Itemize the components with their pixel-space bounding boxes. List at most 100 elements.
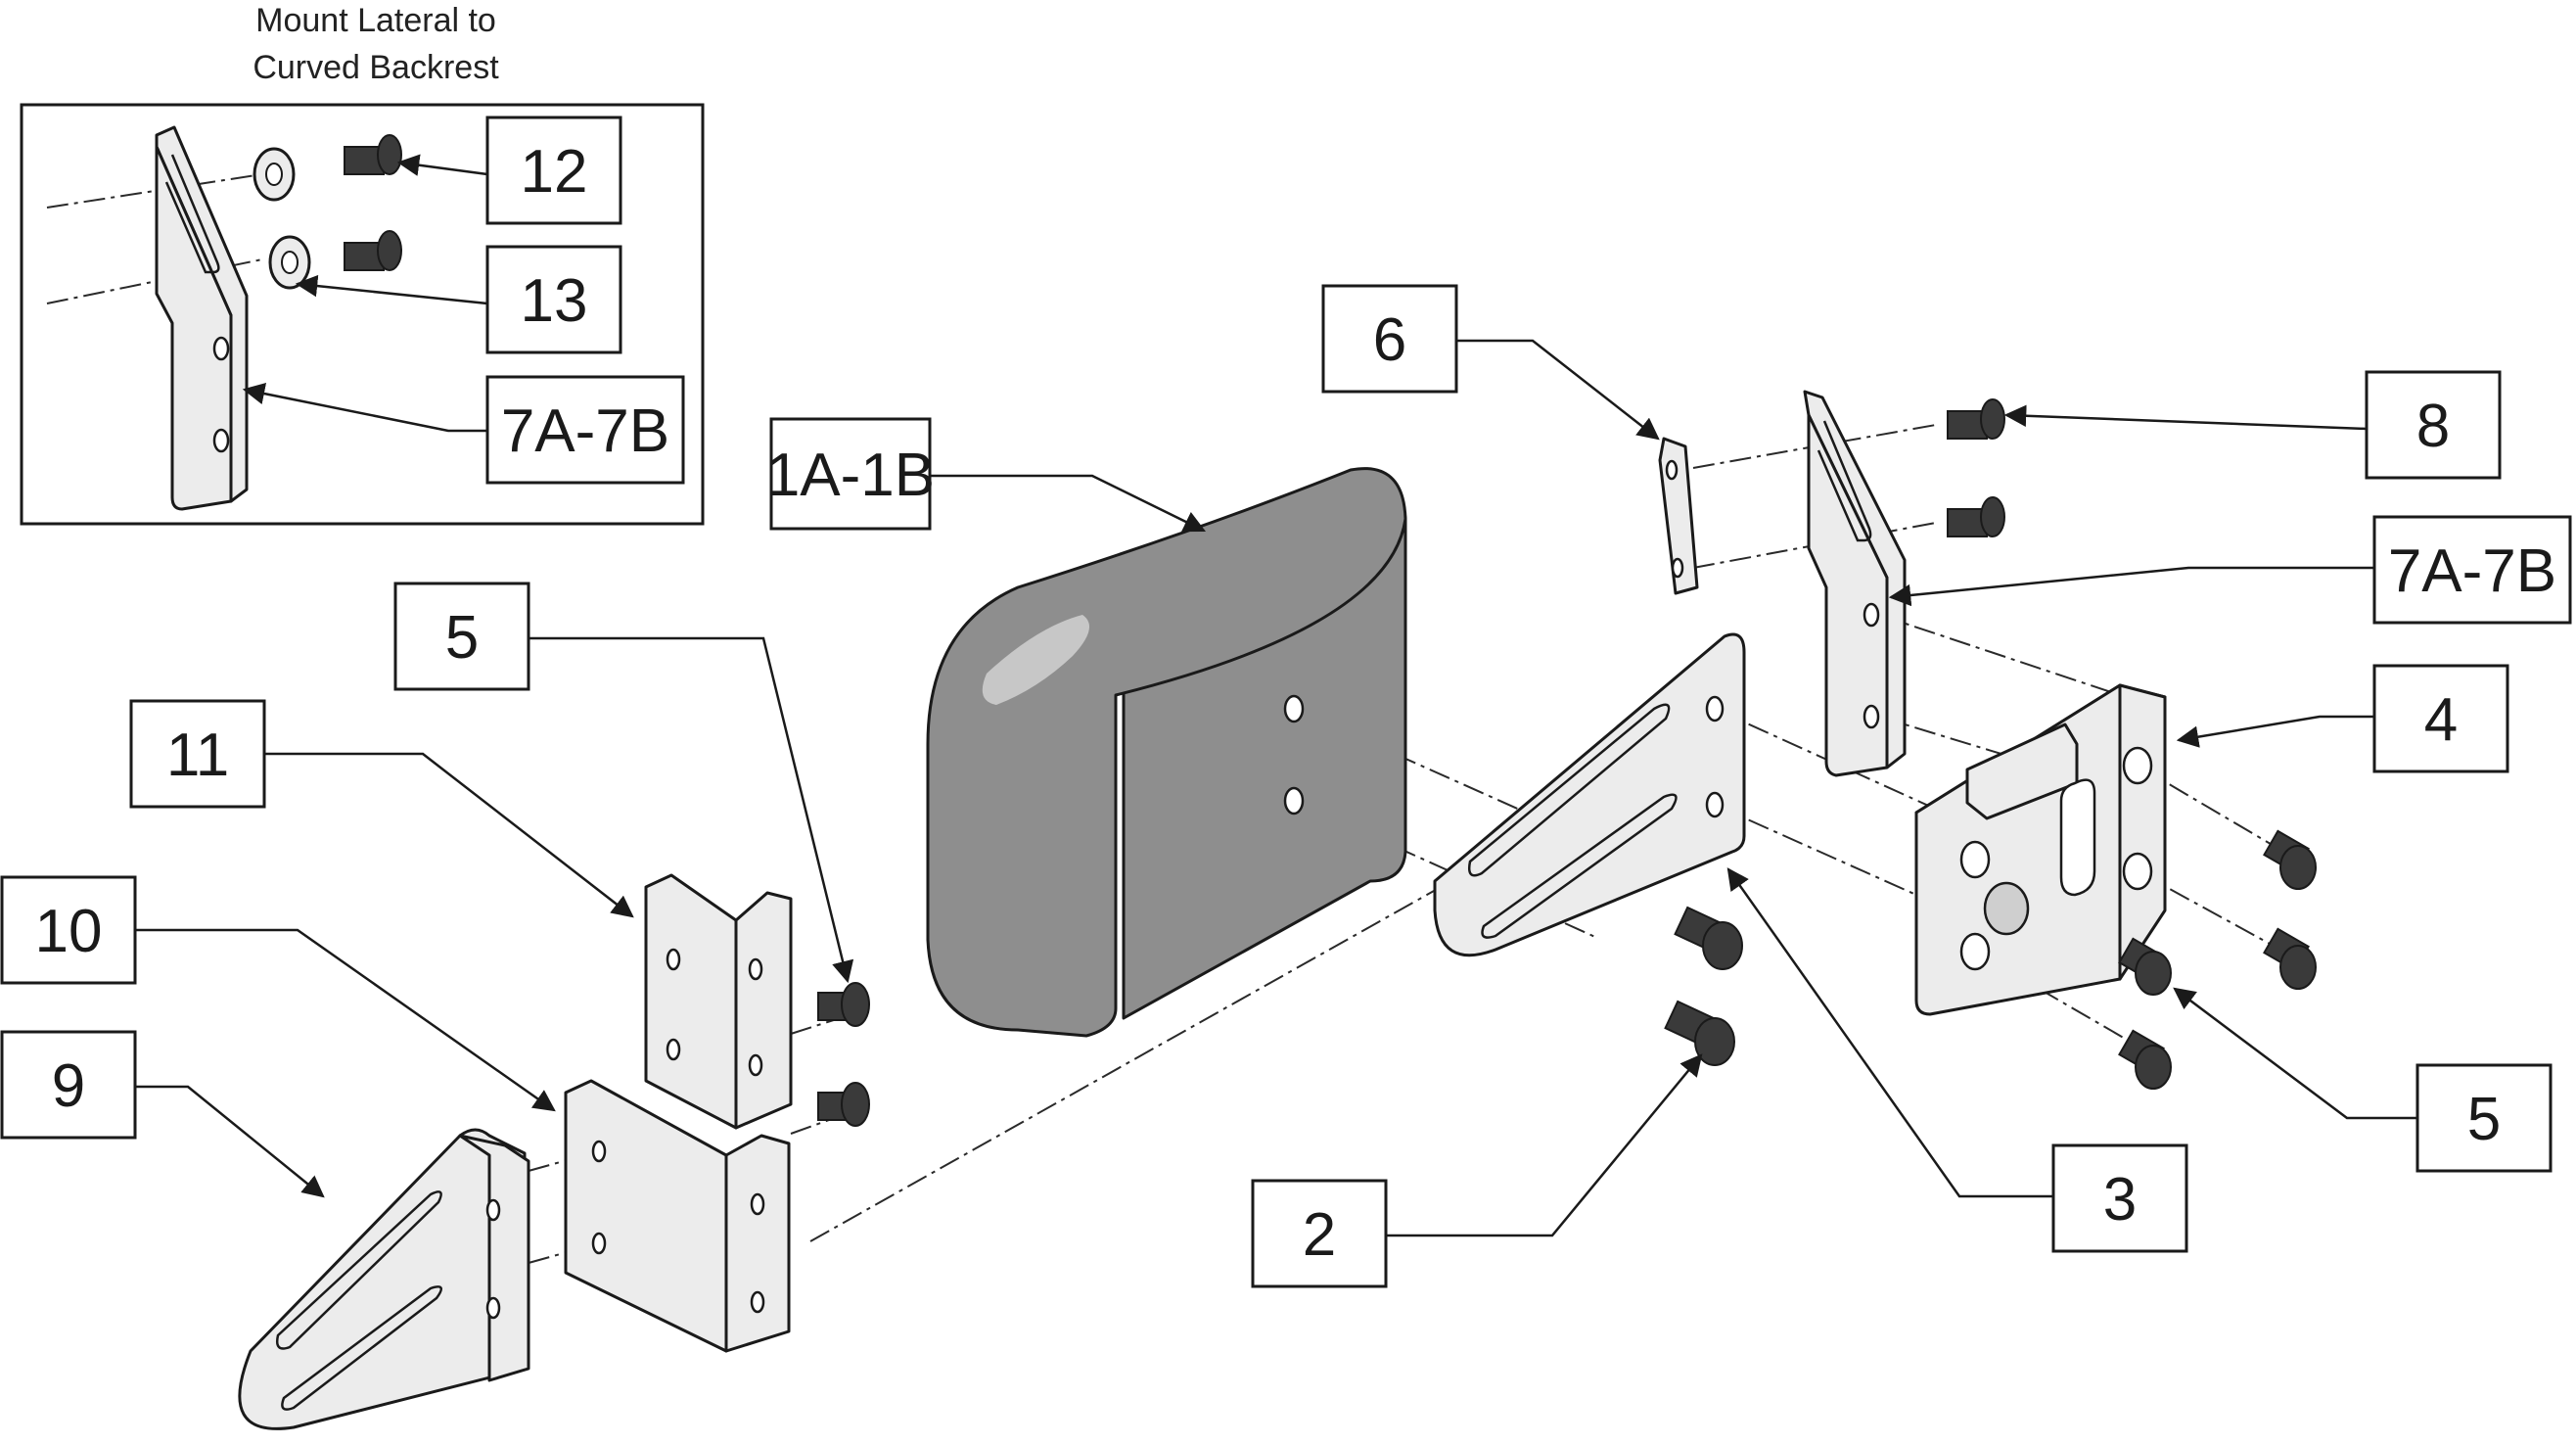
mount-plate-body: [1433, 632, 1746, 957]
screw-5-left-upper: [817, 982, 870, 1027]
axis-bracket-diagonal: [809, 859, 1491, 1242]
lateral-bracket: [1803, 390, 1907, 777]
inset-panel: Mount Lateral to Curved Backrest: [20, 2, 705, 526]
leader-2: [1386, 1053, 1703, 1237]
bracket-9-slot-1: [276, 1190, 442, 1350]
callout-8: 8: [2416, 393, 2450, 460]
axis-clamp-lower: [2137, 870, 2281, 951]
callout-box-2: [1251, 1179, 1388, 1288]
callout-9: 9: [52, 1052, 85, 1120]
lateral-pad-body: [926, 467, 1407, 1038]
callout-11: 11: [166, 722, 229, 789]
bracket-11: [644, 873, 793, 1130]
clamp-screw-front-upper: [2118, 937, 2172, 996]
leader-10: [135, 928, 556, 1112]
inset-frame: [20, 103, 705, 526]
leader-4: [2176, 715, 2374, 748]
leader-9: [135, 1085, 325, 1198]
clamp-hole-2: [1959, 932, 1991, 971]
callout-box-13: [485, 245, 622, 354]
shim-hole-1: [1665, 459, 1679, 481]
bracket-9-body: [238, 1128, 527, 1430]
lateral-pad-hole-2: [1283, 786, 1305, 816]
callout-13: 13: [521, 267, 588, 335]
callout-box-4: [2372, 664, 2509, 773]
callout-box-9: [0, 1030, 137, 1140]
inset-bracket-hole-2: [212, 428, 230, 453]
screw-5-left-lower: [817, 1082, 870, 1127]
clamp-knob: [1983, 881, 2030, 936]
callout-7a7b-inset: 7A-7B: [501, 397, 669, 465]
callout-5-left: 5: [445, 604, 479, 672]
clamp-hole-3: [2122, 746, 2153, 785]
inset-screw-lower: [344, 230, 402, 271]
axis-bracket9-upper: [528, 1150, 600, 1172]
bracket-9-hole-1: [485, 1198, 501, 1222]
clamp-hole-4: [2122, 852, 2153, 891]
leader-12: [396, 154, 488, 176]
callout-10: 10: [35, 898, 103, 965]
leader-8: [2003, 404, 2368, 431]
bracket-10-hole-2: [591, 1232, 607, 1255]
callout-1a1b: 1A-1B: [766, 442, 935, 509]
shim-hole-2: [1671, 557, 1684, 579]
inset-bracket-face: [155, 145, 233, 511]
leader-5-right: [2173, 987, 2417, 1120]
leader-6: [1456, 339, 1660, 441]
screw-8-upper: [1947, 398, 2005, 440]
callout-box-7a7b-inset: [485, 375, 685, 485]
inset-caption-line1: Mount Lateral to: [255, 2, 496, 39]
mount-plate-slot-1: [1468, 703, 1671, 877]
bracket-10-hole-4: [750, 1290, 765, 1314]
inset-axis-upper: [46, 173, 263, 209]
callout-3: 3: [2103, 1166, 2137, 1234]
leader-13: [295, 274, 488, 305]
inset-washer-13: [268, 235, 311, 290]
bracket-10-left-face: [564, 1079, 728, 1353]
callout-box-5-left: [393, 582, 530, 691]
bracket-10-hole-3: [750, 1192, 765, 1216]
bracket-11-right-face: [734, 891, 793, 1130]
bracket-11-left-face: [644, 873, 738, 1130]
callout-12: 12: [521, 138, 588, 206]
screw-2-upper: [1674, 906, 1743, 970]
mount-plate-hole-1: [1705, 695, 1725, 722]
callout-box-11: [129, 699, 266, 809]
callout-box-12: [485, 116, 622, 225]
screw-8-lower: [1947, 496, 2005, 537]
clamp-slot: [2059, 778, 2096, 897]
clamp-screw-right-upper: [2263, 829, 2317, 890]
bracket-9-upright: [458, 1134, 530, 1382]
callout-box-3: [2051, 1143, 2188, 1253]
callout-7a7b: 7A-7B: [2388, 537, 2556, 605]
lateral-bracket-hole-2: [1863, 704, 1880, 729]
lateral-pad-highlight: [982, 615, 1090, 705]
lateral-bracket-hole-1: [1863, 602, 1880, 628]
inset-caption-line2: Curved Backrest: [253, 49, 499, 86]
callout-2: 2: [1303, 1201, 1336, 1269]
bracket-10-right-face: [724, 1134, 791, 1353]
leader-11: [264, 752, 634, 918]
lateral-bracket-face: [1807, 413, 1889, 777]
callout-4: 4: [2424, 686, 2458, 754]
bracket-11-hole-4: [748, 1053, 763, 1077]
lateral-bracket-slot: [1817, 420, 1872, 542]
clamp-screw-right-lower: [2263, 927, 2317, 990]
mount-plate-slot-2: [1481, 793, 1678, 939]
callout-box-10: [0, 875, 137, 985]
inset-washer-12: [253, 147, 296, 202]
leader-7a7b: [1888, 566, 2374, 607]
callout-6: 6: [1373, 306, 1406, 374]
clamp-screw-front-lower: [2118, 1029, 2172, 1090]
clamp-right-side: [2118, 683, 2167, 981]
bracket-9-slot-2: [281, 1285, 443, 1411]
bracket-9-hole-2: [485, 1296, 501, 1320]
inset-bracket-slot: [164, 154, 220, 274]
lateral-pad: [926, 467, 1407, 1038]
clamp-assembly: [1914, 683, 2167, 1016]
leader-1a1b: [930, 474, 1207, 533]
axis-bracket9-lower: [528, 1242, 600, 1264]
clamp-hole-1: [1959, 840, 1991, 879]
callout-box-1a1b: [769, 417, 932, 531]
